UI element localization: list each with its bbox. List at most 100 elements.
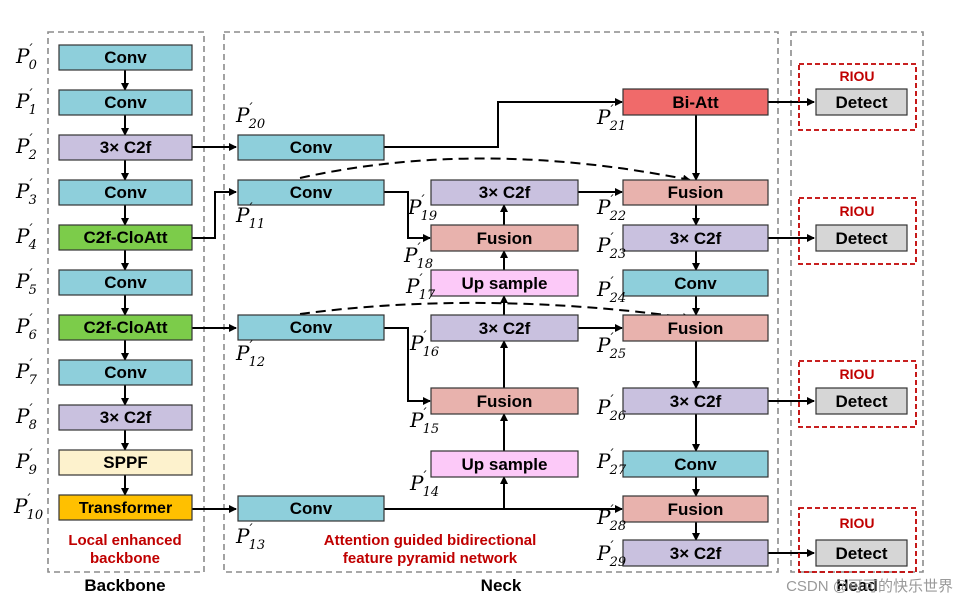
- head-unit-4: RIOU Detect: [798, 507, 917, 573]
- label-b4: C2f-CloAtt: [83, 228, 167, 247]
- head-frame: [790, 31, 924, 573]
- block-fusion-p25: [622, 314, 769, 342]
- label-n13: Conv: [290, 499, 333, 518]
- label-n17: Up sample: [462, 274, 548, 293]
- detect-box-4: [815, 539, 908, 567]
- p-label-10: P′10: [13, 492, 43, 523]
- label-n16: 3× C2f: [479, 319, 531, 338]
- neck-title: Neck: [481, 576, 522, 595]
- label-b6: C2f-CloAtt: [83, 318, 167, 337]
- block-sppf-p9: [58, 449, 193, 476]
- block-c2f-p29: [622, 539, 769, 567]
- p-label-21: P′21: [596, 103, 626, 134]
- neck-middle-blocks: [430, 179, 579, 478]
- backbone-title: Backbone: [84, 576, 165, 595]
- p-label-15: P′15: [409, 406, 439, 437]
- p-label-17: P′17: [405, 272, 436, 303]
- block-conv-p13: [237, 495, 385, 522]
- p-label-20: P′20: [235, 101, 265, 132]
- block-conv-p27: [622, 450, 769, 478]
- block-c2f-cloatt-p4: [58, 224, 193, 251]
- label-b10: Transformer: [79, 500, 172, 517]
- p-label-4: P′4: [15, 222, 37, 253]
- label-n20: Conv: [290, 138, 333, 157]
- p-label-6: P′6: [15, 312, 37, 343]
- p-label-24: P′24: [596, 275, 626, 306]
- backbone-note-line2: backbone: [90, 550, 160, 567]
- detect-label-1: Detect: [836, 93, 888, 112]
- riou-label-3: RIOU: [840, 366, 875, 382]
- riou-label-2: RIOU: [840, 203, 875, 219]
- p-label-5: P′5: [15, 267, 37, 298]
- neck-frame: [223, 31, 779, 573]
- p-label-12: P′12: [235, 339, 265, 370]
- label-n11: Conv: [290, 183, 333, 202]
- neck-right-blocks: [622, 88, 769, 567]
- riou-label-1: RIOU: [840, 68, 875, 84]
- label-n27: Conv: [674, 455, 717, 474]
- block-upsample-p17: [430, 269, 579, 297]
- p-label-18: P′18: [403, 241, 433, 272]
- neck-left-labels: Conv Conv Conv Conv: [290, 138, 333, 518]
- p-label-0: P′0: [15, 42, 37, 73]
- p-label-9: P′9: [15, 447, 37, 478]
- riou-frame-2: [798, 197, 917, 265]
- block-c2f-p19: [430, 179, 579, 206]
- block-conv-p24: [622, 269, 769, 297]
- p-label-3: P′3: [15, 177, 37, 208]
- p-label-14: P′14: [409, 469, 439, 500]
- block-conv-p7: [58, 359, 193, 386]
- detect-label-2: Detect: [836, 229, 888, 248]
- neck-note-line2: feature pyramid network: [343, 550, 518, 567]
- detect-box-1: [815, 88, 908, 116]
- block-conv-p5: [58, 269, 193, 296]
- head-unit-1: RIOU Detect: [798, 63, 917, 131]
- block-fusion-p28: [622, 495, 769, 523]
- detect-box-2: [815, 224, 908, 252]
- label-b1: Conv: [104, 93, 147, 112]
- backbone-note-line1: Local enhanced: [68, 532, 181, 549]
- riou-frame-1: [798, 63, 917, 131]
- watermark: CSDN @可可的快乐世界: [786, 578, 953, 595]
- block-conv-p0: [58, 44, 193, 71]
- block-transformer-p10: [58, 494, 193, 521]
- neck-left-blocks: [237, 134, 385, 522]
- label-n14: Up sample: [462, 455, 548, 474]
- label-b7: Conv: [104, 363, 147, 382]
- backbone-blocks: [58, 44, 193, 521]
- p-label-11: P′11: [235, 201, 265, 232]
- label-b2: 3× C2f: [100, 138, 152, 157]
- block-fusion-p18: [430, 224, 579, 252]
- label-b5: Conv: [104, 273, 147, 292]
- label-n22: Fusion: [668, 183, 724, 202]
- p-label-22: P′22: [596, 193, 626, 224]
- p-label-27: P′27: [596, 447, 627, 478]
- p-label-29: P′29: [596, 539, 626, 570]
- label-n26: 3× C2f: [670, 392, 722, 411]
- label-b9: SPPF: [103, 453, 147, 472]
- block-biatt-p21: [622, 88, 769, 116]
- neck-middle-labels: 3× C2f Fusion Up sample 3× C2f Fusion Up…: [462, 183, 548, 474]
- block-conv-p12: [237, 314, 385, 341]
- block-c2f-p16: [430, 314, 579, 342]
- detect-label-3: Detect: [836, 392, 888, 411]
- head-unit-2: RIOU Detect: [798, 197, 917, 265]
- label-n29: 3× C2f: [670, 544, 722, 563]
- p-label-8: P′8: [15, 402, 37, 433]
- p-labels: P′0P′1P′2P′3P′4P′5P′6P′7P′8P′9P′10P′20P′…: [13, 42, 627, 570]
- riou-frame-3: [798, 360, 917, 428]
- label-n21: Bi-Att: [672, 93, 719, 112]
- block-c2f-p26: [622, 387, 769, 415]
- label-n24: Conv: [674, 274, 717, 293]
- p-label-16: P′16: [409, 329, 439, 360]
- block-c2f-p8: [58, 404, 193, 431]
- detect-label-4: Detect: [836, 544, 888, 563]
- head-title: Head: [836, 576, 878, 595]
- connectors: [121, 70, 815, 557]
- head-units: RIOU Detect RIOU Detect RIOU Detect RIOU…: [798, 63, 917, 573]
- label-n23: 3× C2f: [670, 229, 722, 248]
- block-conv-p11: [237, 179, 385, 206]
- block-conv-p3: [58, 179, 193, 206]
- p-label-19: P′19: [407, 193, 437, 224]
